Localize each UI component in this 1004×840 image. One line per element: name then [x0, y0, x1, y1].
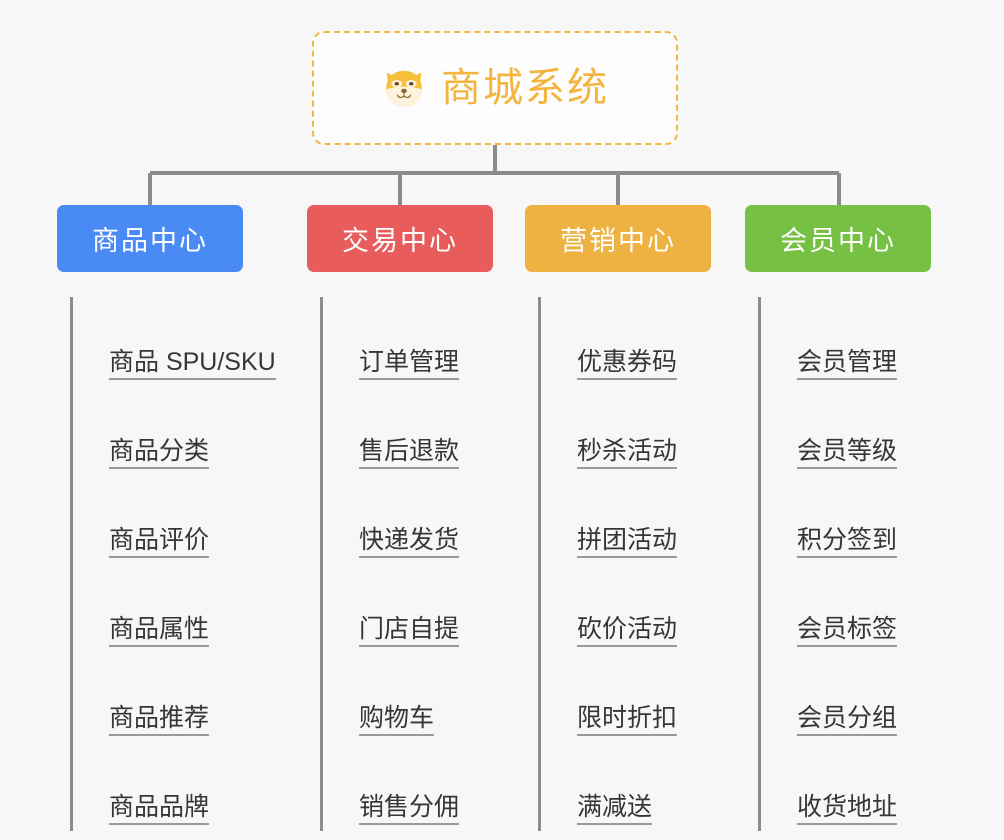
leaf-item-label: 会员标签 — [797, 616, 898, 647]
category-header-2-label: 营销中心 — [560, 226, 676, 256]
leaf-item-label: 商品属性 — [109, 616, 210, 647]
leaf-item-label: 积分签到 — [797, 527, 898, 558]
leaf-item[interactable]: 拼团活动 — [541, 475, 711, 564]
leaf-item-label: 购物车 — [359, 705, 435, 736]
leaf-item[interactable]: 收货地址 — [761, 742, 931, 831]
leaf-item[interactable]: 商品 SPU/SKU — [73, 297, 276, 386]
leaf-item[interactable]: 订单管理 — [323, 297, 493, 386]
leaf-item[interactable]: 门店自提 — [323, 564, 493, 653]
dog-face-icon — [386, 70, 422, 107]
leaf-item[interactable]: 商品品牌 — [73, 742, 243, 831]
leaf-list-3: 会员管理 会员等级 积分签到 会员标签 会员分组 收货地址 — [758, 297, 931, 831]
branch-column-3: 会员中心 会员管理 会员等级 积分签到 会员标签 会员分组 收货地址 — [745, 205, 931, 831]
leaf-item-label: 收货地址 — [797, 794, 898, 825]
leaf-item[interactable]: 商品评价 — [73, 475, 243, 564]
leaf-item[interactable]: 会员管理 — [761, 297, 931, 386]
leaf-item[interactable]: 会员标签 — [761, 564, 931, 653]
category-header-1[interactable]: 交易中心 — [307, 205, 493, 272]
root-node[interactable]: 商城系统 — [312, 31, 678, 145]
branch-column-1: 交易中心 订单管理 售后退款 快递发货 门店自提 购物车 销售分佣 — [307, 205, 493, 831]
leaf-list-0: 商品 SPU/SKU 商品分类 商品评价 商品属性 商品推荐 商品品牌 — [70, 297, 276, 831]
leaf-item[interactable]: 积分签到 — [761, 475, 931, 564]
leaf-item[interactable]: 砍价活动 — [541, 564, 711, 653]
leaf-item-label: 优惠券码 — [577, 349, 678, 380]
category-header-0-label: 商品中心 — [92, 226, 208, 256]
leaf-item[interactable]: 快递发货 — [323, 475, 493, 564]
leaf-item-label: 砍价活动 — [577, 616, 678, 647]
leaf-item[interactable]: 销售分佣 — [323, 742, 493, 831]
leaf-item-label: 商品 SPU/SKU — [109, 349, 276, 380]
leaf-item[interactable]: 会员分组 — [761, 653, 931, 742]
leaf-item-label: 商品品牌 — [109, 794, 210, 825]
category-header-2[interactable]: 营销中心 — [525, 205, 711, 272]
leaf-item-label: 秒杀活动 — [577, 438, 678, 469]
leaf-item-label: 会员分组 — [797, 705, 898, 736]
leaf-item-label: 销售分佣 — [359, 794, 460, 825]
leaf-item-label: 快递发货 — [359, 527, 460, 558]
leaf-list-1: 订单管理 售后退款 快递发货 门店自提 购物车 销售分佣 — [320, 297, 493, 831]
leaf-item-label: 售后退款 — [359, 438, 460, 469]
leaf-item[interactable]: 商品属性 — [73, 564, 243, 653]
leaf-item-label: 满减送 — [577, 794, 653, 825]
leaf-item-label: 商品评价 — [109, 527, 210, 558]
leaf-item[interactable]: 售后退款 — [323, 386, 493, 475]
leaf-item-label: 门店自提 — [359, 616, 460, 647]
leaf-item[interactable]: 限时折扣 — [541, 653, 711, 742]
leaf-item-label: 会员管理 — [797, 349, 898, 380]
leaf-item[interactable]: 满减送 — [541, 742, 711, 831]
branch-column-2: 营销中心 优惠券码 秒杀活动 拼团活动 砍价活动 限时折扣 满减送 — [525, 205, 711, 831]
leaf-item-label: 商品分类 — [109, 438, 210, 469]
root-node-label: 商城系统 — [441, 66, 609, 110]
category-header-3-label: 会员中心 — [780, 226, 896, 256]
category-header-0[interactable]: 商品中心 — [57, 205, 243, 272]
leaf-item[interactable]: 会员等级 — [761, 386, 931, 475]
leaf-item-label: 订单管理 — [359, 349, 460, 380]
leaf-item[interactable]: 商品推荐 — [73, 653, 243, 742]
branch-column-0: 商品中心 商品 SPU/SKU 商品分类 商品评价 商品属性 商品推荐 商品品牌 — [57, 205, 276, 831]
leaf-item[interactable]: 优惠券码 — [541, 297, 711, 386]
leaf-item[interactable]: 秒杀活动 — [541, 386, 711, 475]
category-header-3[interactable]: 会员中心 — [745, 205, 931, 272]
leaf-item[interactable]: 商品分类 — [73, 386, 243, 475]
leaf-item-label: 商品推荐 — [109, 705, 210, 736]
leaf-item[interactable]: 购物车 — [323, 653, 493, 742]
category-header-1-label: 交易中心 — [342, 226, 458, 256]
leaf-list-2: 优惠券码 秒杀活动 拼团活动 砍价活动 限时折扣 满减送 — [538, 297, 711, 831]
leaf-item-label: 拼团活动 — [577, 527, 678, 558]
leaf-item-label: 限时折扣 — [577, 705, 678, 736]
leaf-item-label: 会员等级 — [797, 438, 898, 469]
